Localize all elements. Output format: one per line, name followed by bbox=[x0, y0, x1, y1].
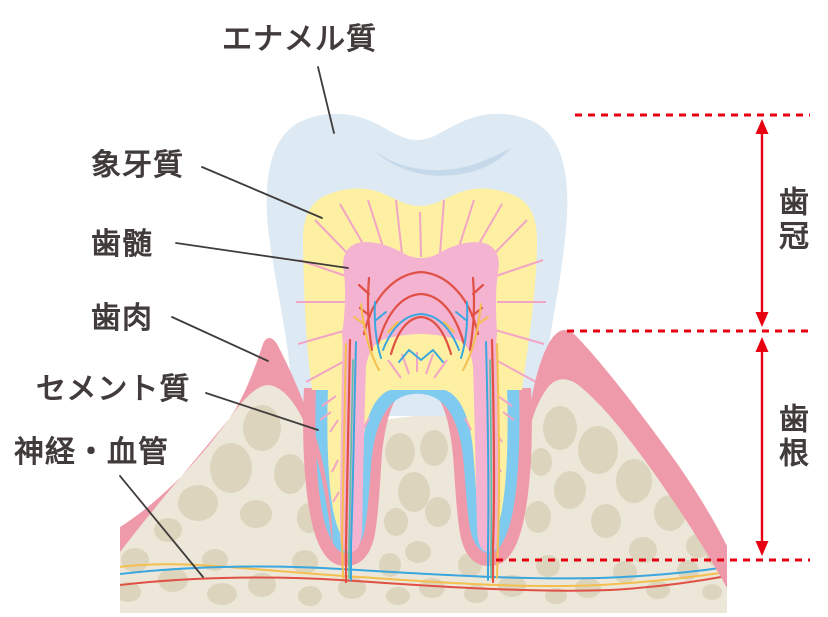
gum-leader-line bbox=[171, 316, 269, 362]
label-nerve-vessel: 神経・血管 bbox=[14, 436, 169, 469]
root-bracket-arrow bbox=[755, 337, 769, 556]
pulp-leader-line bbox=[175, 242, 349, 269]
pulp-nerves-yellow bbox=[340, 303, 501, 579]
label-root: 歯根 bbox=[774, 403, 807, 471]
gum-right bbox=[531, 330, 727, 588]
occlusal-groove bbox=[372, 148, 511, 176]
dentin-tubule-lines bbox=[296, 199, 546, 503]
pulp-nerves-green bbox=[348, 359, 493, 579]
label-dentin: 象牙質 bbox=[91, 149, 184, 182]
crown-bracket-arrow bbox=[755, 119, 769, 327]
measure-dotted-lines bbox=[496, 113, 810, 562]
enamel-leader-line bbox=[317, 66, 335, 134]
label-crown: 歯冠 bbox=[774, 186, 807, 254]
bone-region bbox=[120, 330, 727, 613]
label-enamel: エナメル質 bbox=[222, 23, 377, 56]
dentin-leader-line bbox=[201, 166, 323, 219]
nerve-leader-line bbox=[119, 475, 204, 578]
leader-lines bbox=[119, 66, 349, 578]
pulp-vessels-red bbox=[344, 270, 496, 584]
label-pulp: 歯髄 bbox=[91, 228, 153, 261]
nerve-vessel-bundle bbox=[119, 563, 728, 592]
label-cementum: セメント質 bbox=[36, 373, 191, 406]
pulp-vessels-blue bbox=[350, 301, 490, 581]
pulp-region bbox=[340, 242, 499, 552]
cementum-leader-line bbox=[205, 392, 319, 431]
label-gum: 歯肉 bbox=[91, 302, 153, 335]
cementum-layer bbox=[315, 388, 520, 553]
